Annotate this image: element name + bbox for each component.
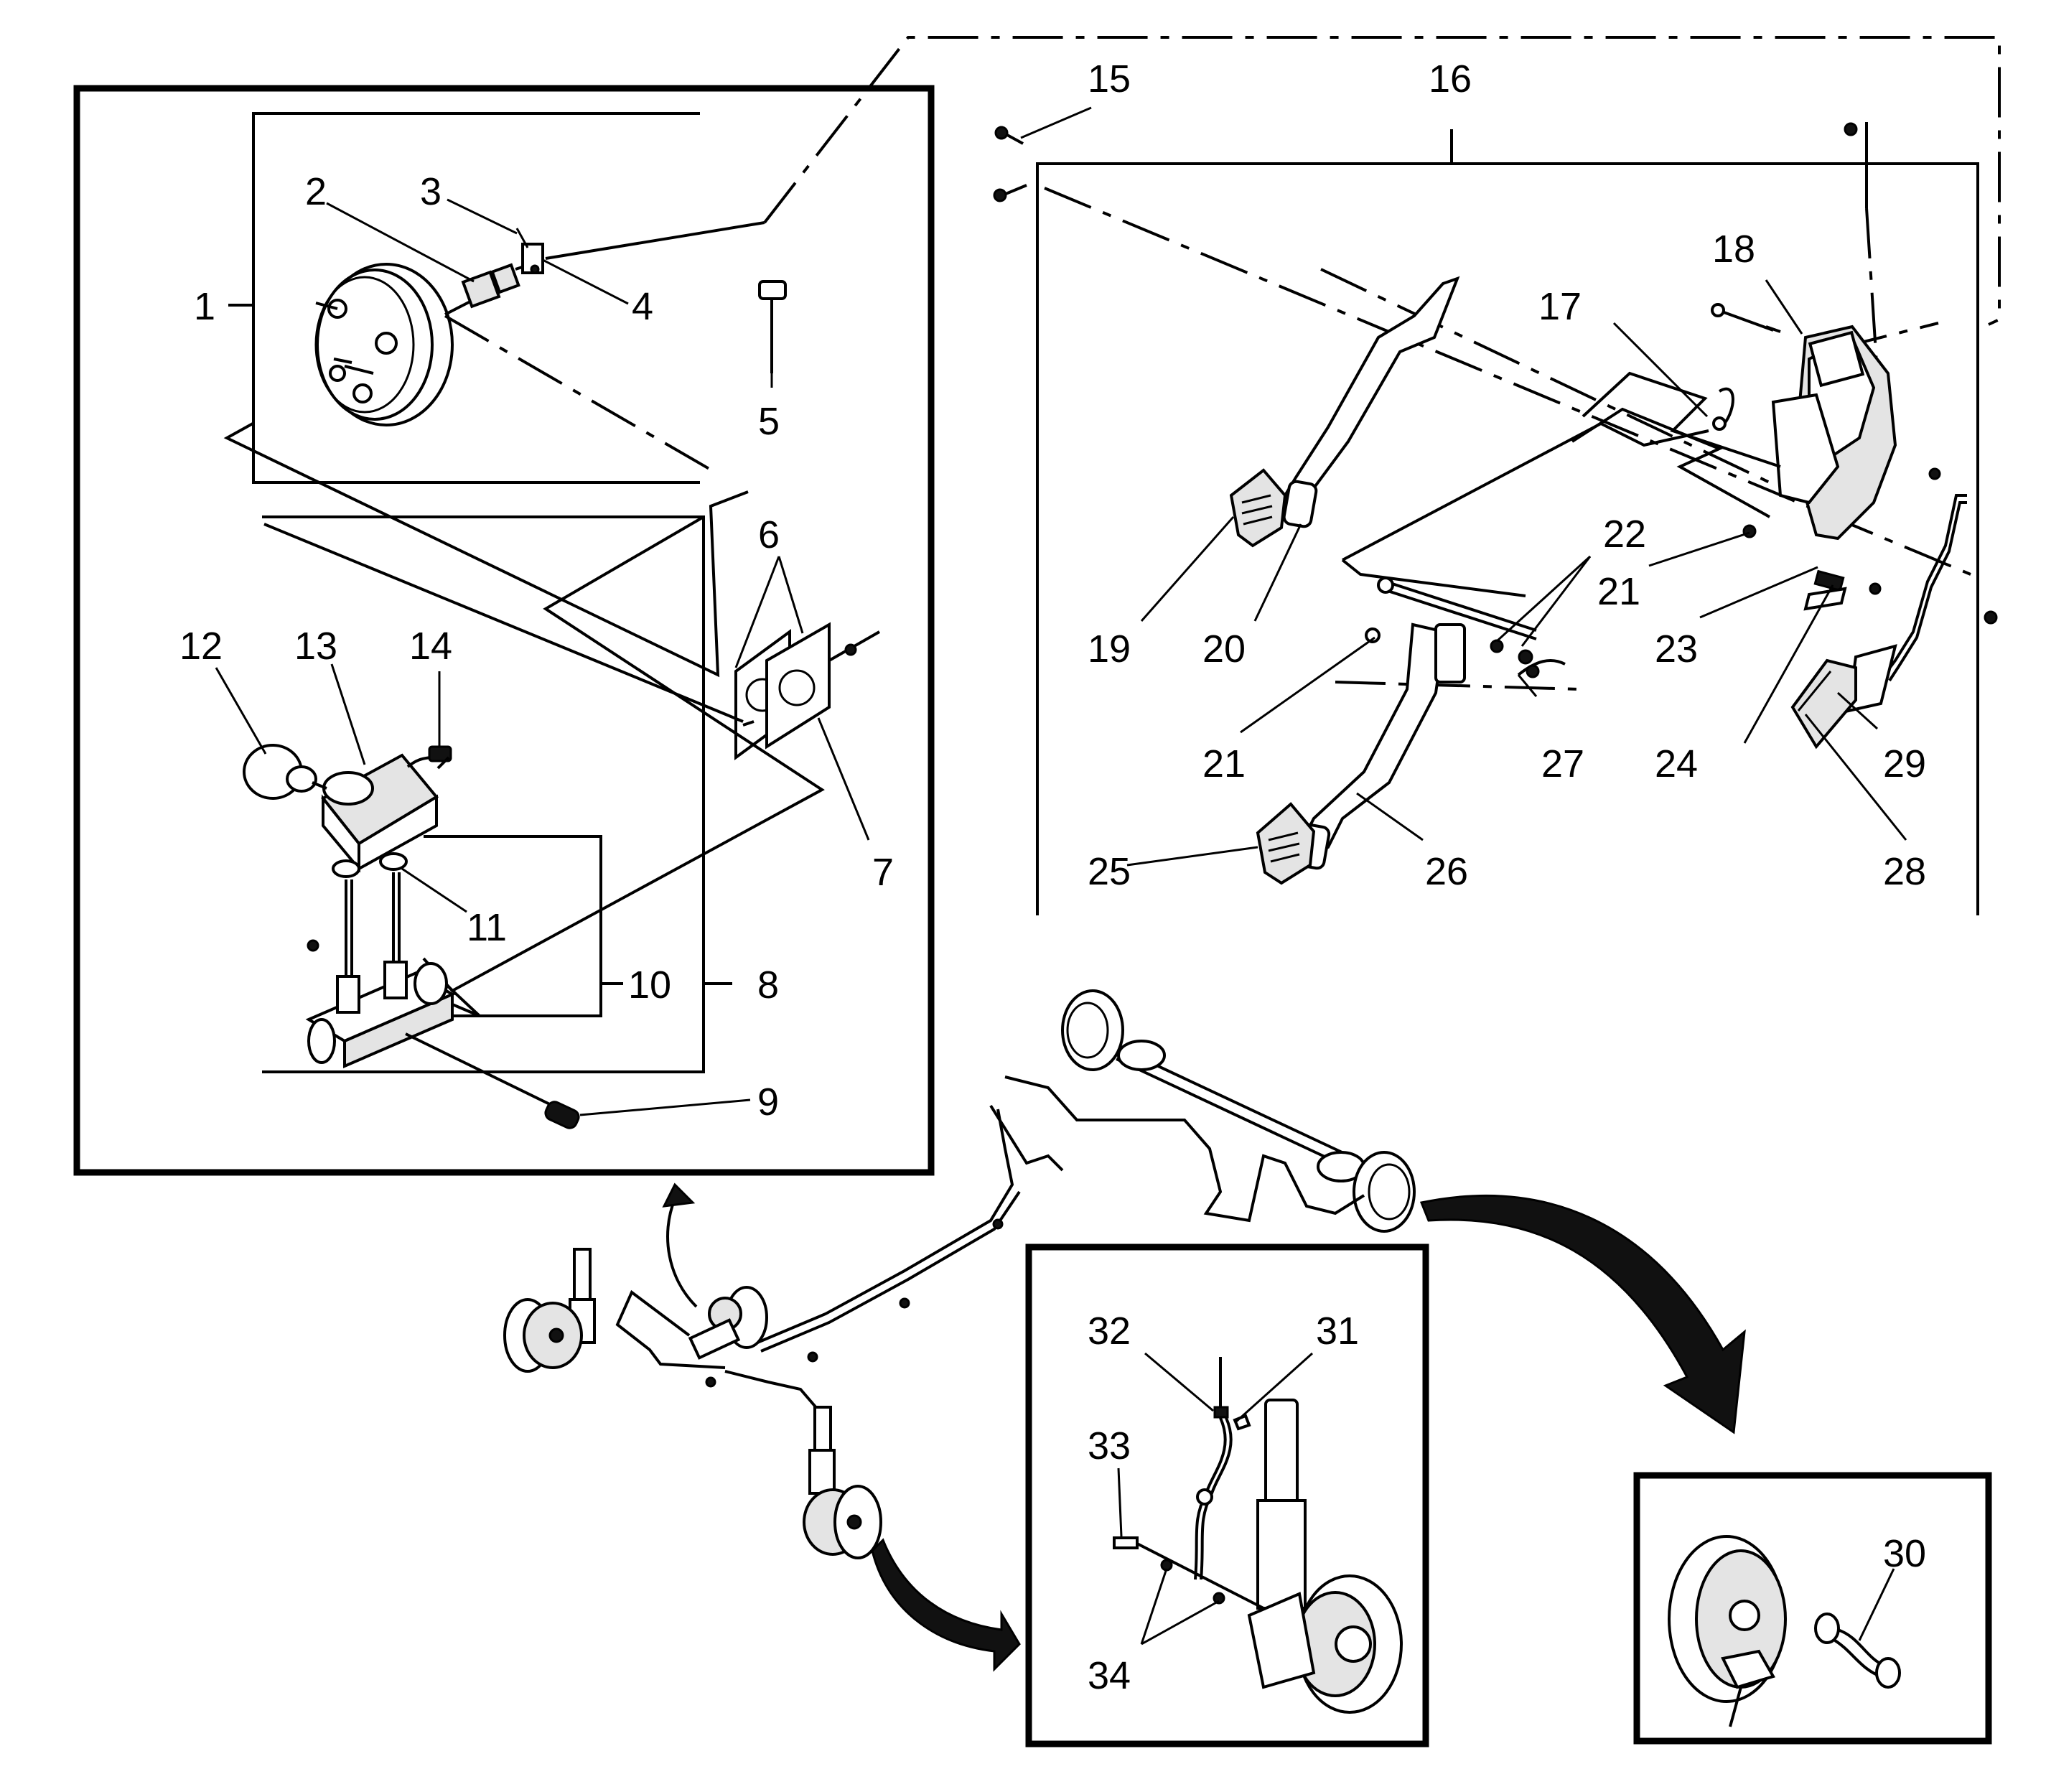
callout-2: 2	[305, 170, 327, 213]
front-left-brake	[503, 1248, 596, 1373]
front-brake-hose	[1113, 1357, 1264, 1610]
bracket-1	[252, 112, 700, 484]
pedal-bracket-bolts	[993, 122, 1998, 625]
vehicle-booster	[688, 1286, 768, 1360]
callout-23: 23	[1655, 627, 1698, 671]
callout-13: 13	[294, 625, 337, 668]
rear-brake-drum	[1668, 1535, 1787, 1727]
callout-10: 10	[628, 963, 671, 1007]
master-cylinder	[305, 961, 561, 1111]
callout-11: 11	[467, 906, 507, 949]
reservoir-cap	[243, 744, 327, 800]
arrow-to-rear-inset	[1419, 1195, 1746, 1434]
booster-pushrod-clevis	[444, 221, 765, 316]
brake-pressure-switch	[544, 1101, 580, 1129]
callout-24: 24	[1655, 742, 1698, 785]
brake-pedal-pad	[1256, 802, 1316, 885]
callout-20: 20	[1202, 627, 1246, 671]
rear-drum-hose-inset	[1633, 1472, 1992, 1745]
pedal-support-bracket	[1711, 303, 1897, 541]
callout-labels: 1 2 3 4 5 6 7 8 9 10 11 12 13 14 15 16 1…	[179, 57, 1926, 1697]
callout-32: 32	[1088, 1310, 1131, 1353]
vehicle-brake-layout	[503, 989, 1746, 1672]
pedal-clip	[1712, 388, 1734, 431]
arrow-to-booster-inset-head	[662, 1182, 696, 1208]
callout-17: 17	[1538, 285, 1582, 328]
inset-frame-front	[1025, 1243, 1429, 1747]
clevis-pin	[758, 280, 787, 373]
callout-27: 27	[1541, 742, 1584, 785]
bracket-16	[1036, 162, 1979, 915]
callout-31: 31	[1316, 1310, 1359, 1353]
callout-25: 25	[1088, 850, 1131, 893]
callout-8: 8	[757, 963, 779, 1007]
leader-booster-zigzag	[223, 422, 749, 678]
callout-16: 16	[1429, 57, 1472, 101]
callout-26: 26	[1425, 850, 1468, 893]
callout-5: 5	[758, 400, 780, 443]
brake-lines	[615, 1109, 1021, 1416]
bracket-10	[424, 835, 602, 1017]
inset-frame-rear	[1633, 1472, 1992, 1745]
arrow-to-front-inset	[871, 1538, 1021, 1672]
callout-14: 14	[409, 625, 452, 668]
front-strut-knuckle	[1247, 1399, 1403, 1714]
callout-29: 29	[1883, 742, 1926, 785]
callout-19: 19	[1088, 627, 1131, 671]
callout-21-lower: 21	[1202, 742, 1246, 785]
arrow-to-booster-inset	[666, 1198, 698, 1308]
reservoir-grommets	[307, 852, 408, 987]
callout-21-upper: 21	[1597, 570, 1640, 613]
clutch-pedal-pad	[1229, 468, 1287, 548]
clutch-pedal	[1282, 276, 1460, 528]
callout-18: 18	[1712, 228, 1755, 271]
rear-axle	[989, 989, 1416, 1233]
inset-frame-booster	[73, 85, 935, 1176]
pedal-assembly	[763, 36, 2001, 915]
callout-9: 9	[757, 1081, 779, 1124]
callout-6: 6	[758, 513, 780, 556]
callout-1: 1	[194, 285, 215, 328]
master-cylinder-reservoir	[320, 745, 452, 873]
pedal-pivot-shaft	[1365, 577, 1566, 678]
callout-22: 22	[1603, 513, 1646, 556]
front-right-brake	[803, 1406, 882, 1559]
callout-3: 3	[420, 170, 442, 213]
rear-brake-hose	[1814, 1613, 1901, 1689]
booster-gasket-spacer	[734, 622, 880, 760]
callout-30: 30	[1883, 1532, 1926, 1575]
brake-booster	[314, 263, 454, 426]
callout-33: 33	[1088, 1424, 1131, 1467]
front-brake-hose-inset	[1025, 1243, 1429, 1747]
booster-master-cylinder-inset	[73, 85, 935, 1176]
brake-pedal	[1295, 622, 1466, 870]
callout-4: 4	[632, 285, 653, 328]
callout-7: 7	[872, 851, 894, 894]
callout-12: 12	[179, 625, 223, 668]
callout-28: 28	[1883, 850, 1926, 893]
callout-15: 15	[1088, 57, 1131, 101]
accelerator-pedal	[1790, 494, 1967, 750]
callout-34: 34	[1088, 1654, 1131, 1697]
